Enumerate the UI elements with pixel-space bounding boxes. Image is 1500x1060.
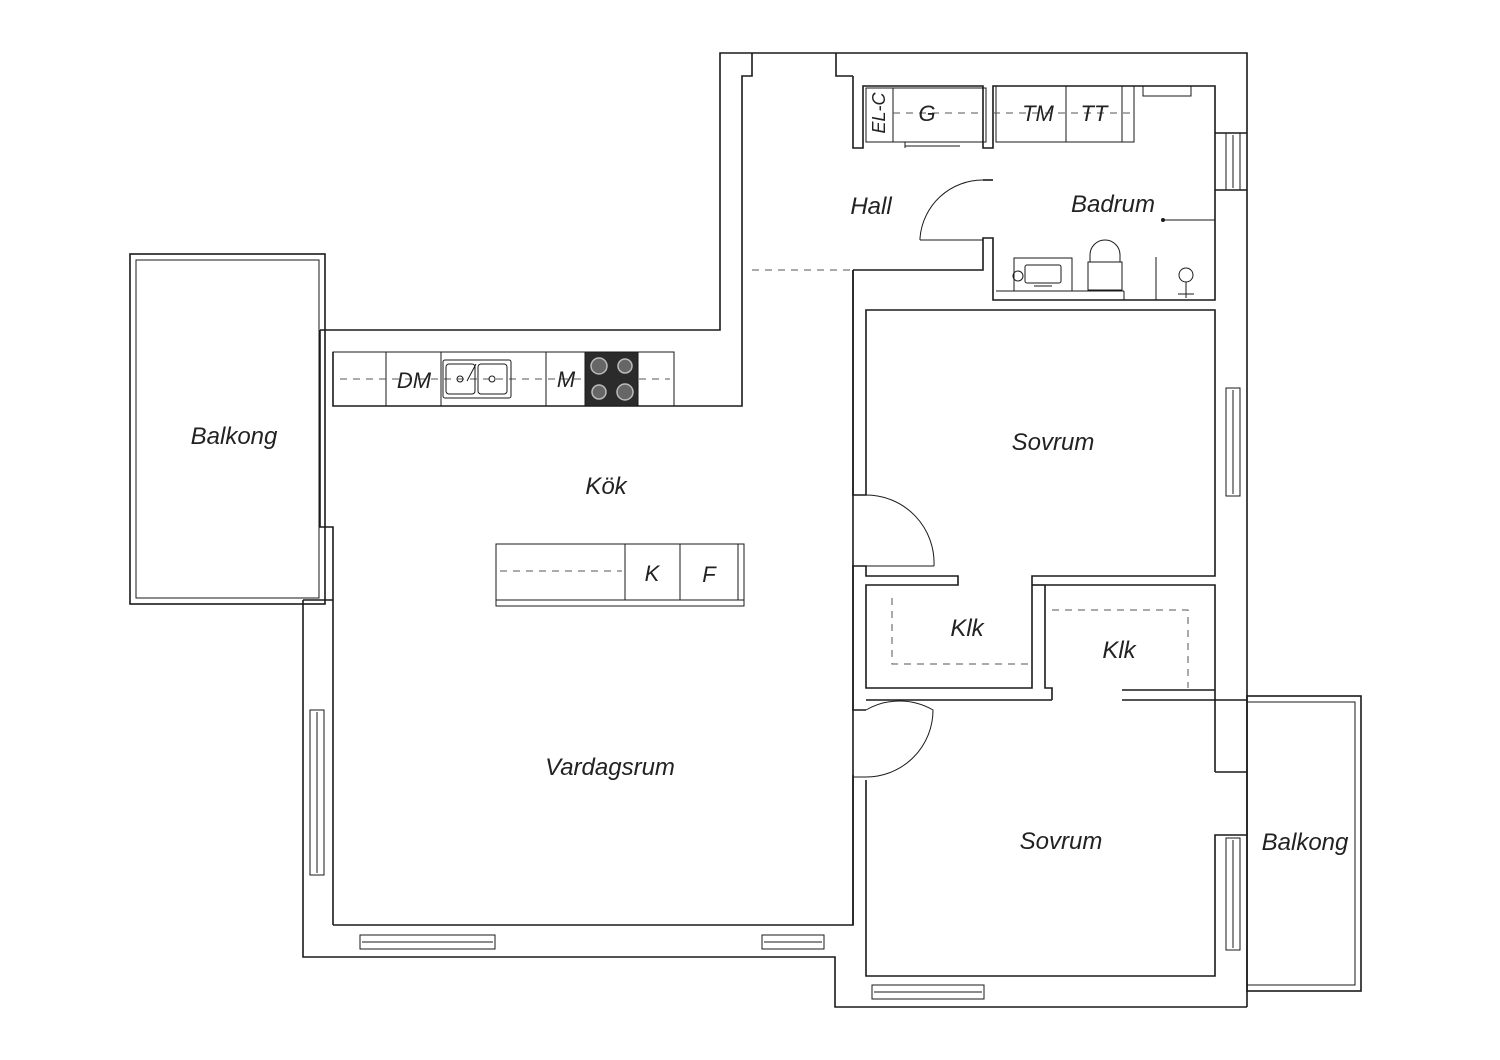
kitchen-counter	[332, 351, 675, 407]
bathroom-fixtures	[993, 85, 1215, 300]
room-label-klk-left: Klk	[950, 615, 985, 642]
kitchen-island	[495, 543, 745, 607]
doors	[752, 179, 984, 778]
closet-outlines	[891, 598, 1189, 688]
room-label-hall: Hall	[850, 193, 892, 220]
label-freezer: F	[702, 562, 717, 587]
room-label-balkong-left: Balkong	[191, 423, 278, 450]
room-label-vardagsrum: Vardagsrum	[545, 754, 675, 781]
room-label-kok: Kök	[585, 473, 628, 500]
label-washing-machine: TM	[1022, 101, 1054, 126]
room-label-klk-right: Klk	[1102, 637, 1137, 664]
room-label-badrum: Badrum	[1071, 191, 1155, 218]
label-tumble-dryer: TT	[1081, 101, 1109, 126]
label-wardrobe: G	[918, 101, 935, 126]
windows	[309, 132, 1241, 1000]
label-dishwasher: DM	[397, 368, 432, 393]
label-fridge: K	[645, 561, 661, 586]
room-label-sovrum-lower: Sovrum	[1020, 828, 1103, 855]
room-label-sovrum-upper: Sovrum	[1012, 429, 1095, 456]
balcony-left	[129, 253, 326, 605]
interior-walls	[852, 76, 1247, 977]
balcony-right	[1246, 695, 1362, 992]
hall-cabinets	[865, 87, 987, 148]
label-electric-cabinet: EL-C	[869, 91, 889, 133]
room-label-balkong-right: Balkong	[1262, 829, 1349, 856]
label-microwave: M	[557, 367, 576, 392]
